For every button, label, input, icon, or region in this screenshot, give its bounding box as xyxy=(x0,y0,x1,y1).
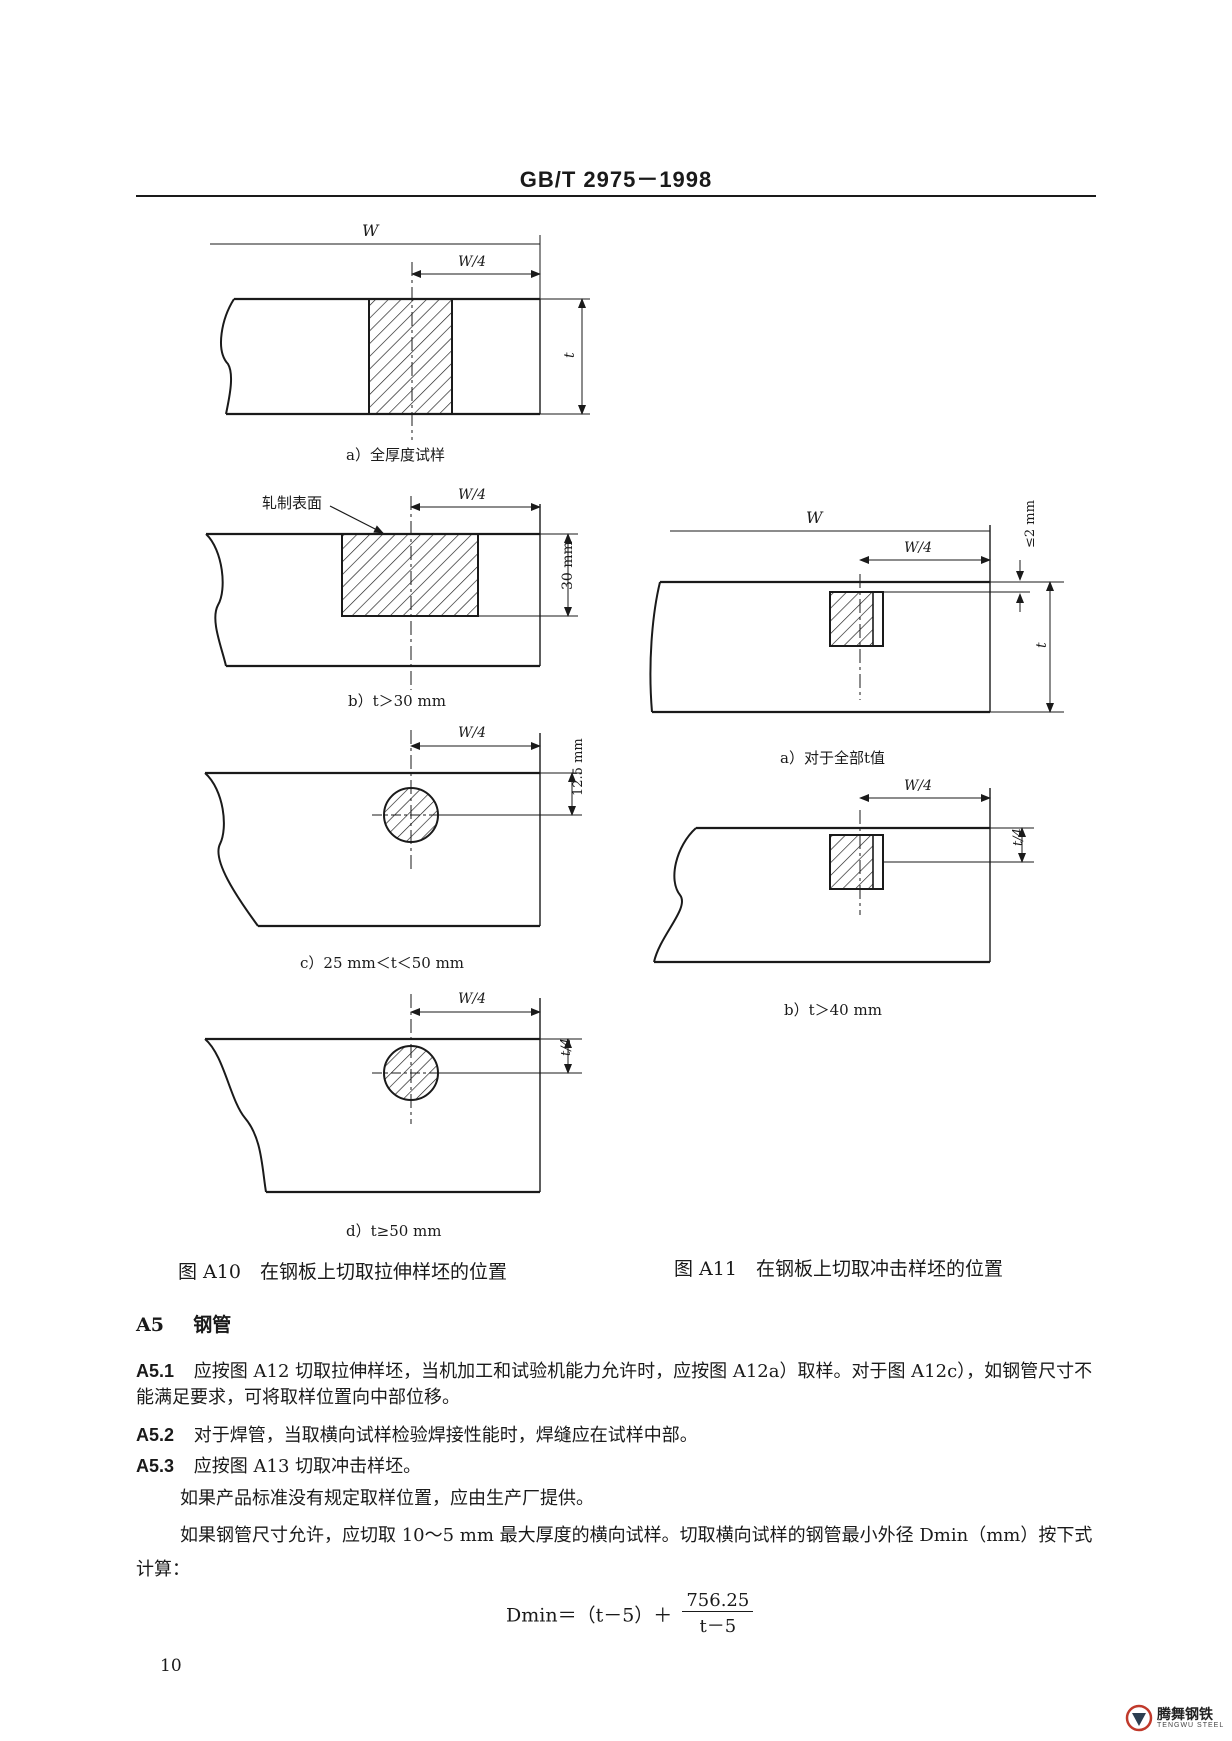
clause-text: 应按图 A13 切取冲击样坯。 xyxy=(193,1456,422,1477)
clause-text: 对于焊管，当取横向试样检验焊接性能时，焊缝应在试样中部。 xyxy=(193,1425,698,1446)
a10b-surface-label: 轧制表面 xyxy=(262,494,322,512)
formula-numerator: 756.25 xyxy=(682,1590,754,1612)
page-number: 10 xyxy=(160,1656,182,1676)
clause-id: A5.2 xyxy=(136,1425,175,1445)
a10a-w4-label: W/4 xyxy=(458,254,486,270)
clause-a5-1: A5.1 应按图 A12 切取拉伸样坯，当机加工和试验机能力允许时，应按图 A1… xyxy=(136,1358,1096,1411)
a10c-w4-label: W/4 xyxy=(458,725,486,741)
a11a-caption: a）对于全部t值 xyxy=(780,749,885,767)
formula-lhs: Dmin＝（t－5）＋ xyxy=(506,1604,673,1627)
fig-a10b xyxy=(205,496,578,690)
a11a-edge-label: ≤2 mm xyxy=(1023,500,1038,548)
fig-a10-title: 图 A10 在钢板上切取拉伸样坯的位置 xyxy=(178,1261,507,1283)
paragraph-text: 如果钢管尺寸允许，应切取 10～5 mm 最大厚度的横向试样。切取横向试样的钢管… xyxy=(136,1525,1093,1580)
a11a-w-label: W xyxy=(806,508,824,527)
brand-name-cn: 腾舞钢铁 xyxy=(1157,1707,1213,1723)
a11a-w4-label: W/4 xyxy=(904,540,932,556)
a10a-w-label: W xyxy=(362,221,380,240)
clause-a5-2: A5.2 对于焊管，当取横向试样检验焊接性能时，焊缝应在试样中部。 xyxy=(136,1422,1096,1449)
brand-name-en: TENGWU STEEL xyxy=(1157,1722,1225,1729)
a11a-t-label: t xyxy=(1034,642,1050,648)
a10b-dim-label: 30 mm xyxy=(560,541,576,590)
fig-a11-title: 图 A11 在钢板上切取冲击样坯的位置 xyxy=(674,1258,1003,1280)
formula-fraction: 756.25 t－5 xyxy=(682,1590,754,1638)
clause-id: A5.1 xyxy=(136,1361,175,1381)
header-rule xyxy=(136,195,1096,197)
a10d-caption: d）t≥50 mm xyxy=(346,1222,442,1240)
a10a-t-label: t xyxy=(562,352,578,358)
fig-a10d xyxy=(204,994,582,1194)
clause-a5-3: A5.3 应按图 A13 切取冲击样坯。 xyxy=(136,1453,1096,1480)
a10c-dim-label: 12.5 mm xyxy=(571,738,586,796)
a10b-w4-label: W/4 xyxy=(458,487,486,503)
standard-code: GB/T 2975－1998 xyxy=(519,167,713,192)
brand-emblem-icon xyxy=(1125,1704,1153,1732)
paragraph-1: 如果产品标准没有规定取样位置，应由生产厂提供。 xyxy=(136,1486,1096,1512)
fig-a11a xyxy=(649,525,1064,714)
paragraph-text: 如果产品标准没有规定取样位置，应由生产厂提供。 xyxy=(180,1488,594,1509)
fig-a10c xyxy=(204,730,582,928)
clause-text: 应按图 A12 切取拉伸样坯，当机加工和试验机能力允许时，应按图 A12a）取样… xyxy=(136,1361,1093,1408)
a10b-caption: b）t＞30 mm xyxy=(348,692,446,710)
a10d-w4-label: W/4 xyxy=(458,991,486,1007)
a11b-dim-label: t/4 xyxy=(1011,828,1026,846)
a11b-caption: b）t＞40 mm xyxy=(784,1001,882,1019)
formula: Dmin＝（t－5）＋ 756.25 t－5 xyxy=(506,1590,754,1638)
section-title: 钢管 xyxy=(193,1314,232,1336)
section-heading: A5 钢管 xyxy=(136,1310,231,1337)
section-number: A5 xyxy=(136,1314,164,1336)
a10c-caption: c）25 mm＜t＜50 mm xyxy=(300,954,464,972)
brand-logo: 腾舞钢铁 TENGWU STEEL xyxy=(1125,1700,1232,1736)
fig-a11b xyxy=(653,788,1034,964)
fig-a10a xyxy=(210,235,590,440)
a10d-dim-label: t/4 xyxy=(559,1038,574,1056)
clause-id: A5.3 xyxy=(136,1456,175,1476)
formula-denominator: t－5 xyxy=(699,1616,737,1637)
a11b-w4-label: W/4 xyxy=(904,778,932,794)
a10a-caption: a）全厚度试样 xyxy=(346,446,445,464)
paragraph-2: 如果钢管尺寸允许，应切取 10～5 mm 最大厚度的横向试样。切取横向试样的钢管… xyxy=(136,1519,1096,1587)
